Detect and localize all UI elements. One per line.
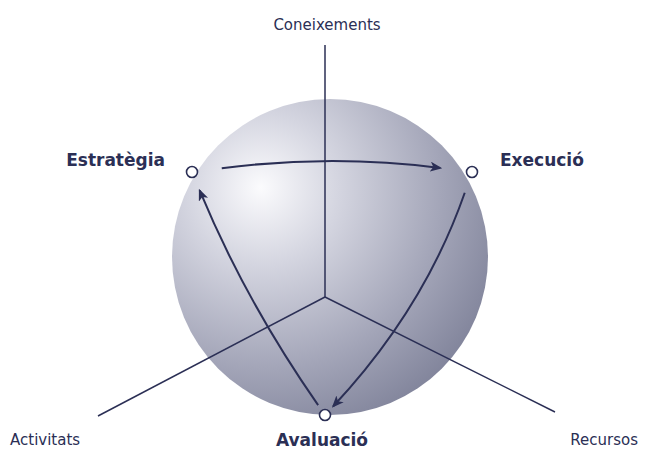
- axis-label: Activitats: [10, 431, 80, 449]
- cycle-point: Avaluació: [318, 408, 332, 422]
- axis-line: [325, 297, 555, 412]
- axis-line: [324, 45, 326, 297]
- point-dot: [465, 165, 479, 179]
- cycle-arrow: [333, 193, 465, 406]
- sphere: [172, 99, 488, 415]
- stage-label: Execució: [500, 150, 584, 170]
- cycle-arrow: [222, 161, 441, 168]
- cycle-point: Estratègia: [185, 165, 199, 179]
- point-dot: [318, 408, 332, 422]
- axis-line: [98, 297, 325, 416]
- cycle-point: Execució: [465, 165, 479, 179]
- point-dot: [185, 165, 199, 179]
- cycle-arrow: [200, 190, 318, 405]
- axis-label: Recursos: [570, 431, 638, 449]
- stage-label: Avaluació: [276, 430, 368, 450]
- stage-label: Estratègia: [66, 150, 165, 170]
- axis-label: Coneixements: [273, 16, 380, 34]
